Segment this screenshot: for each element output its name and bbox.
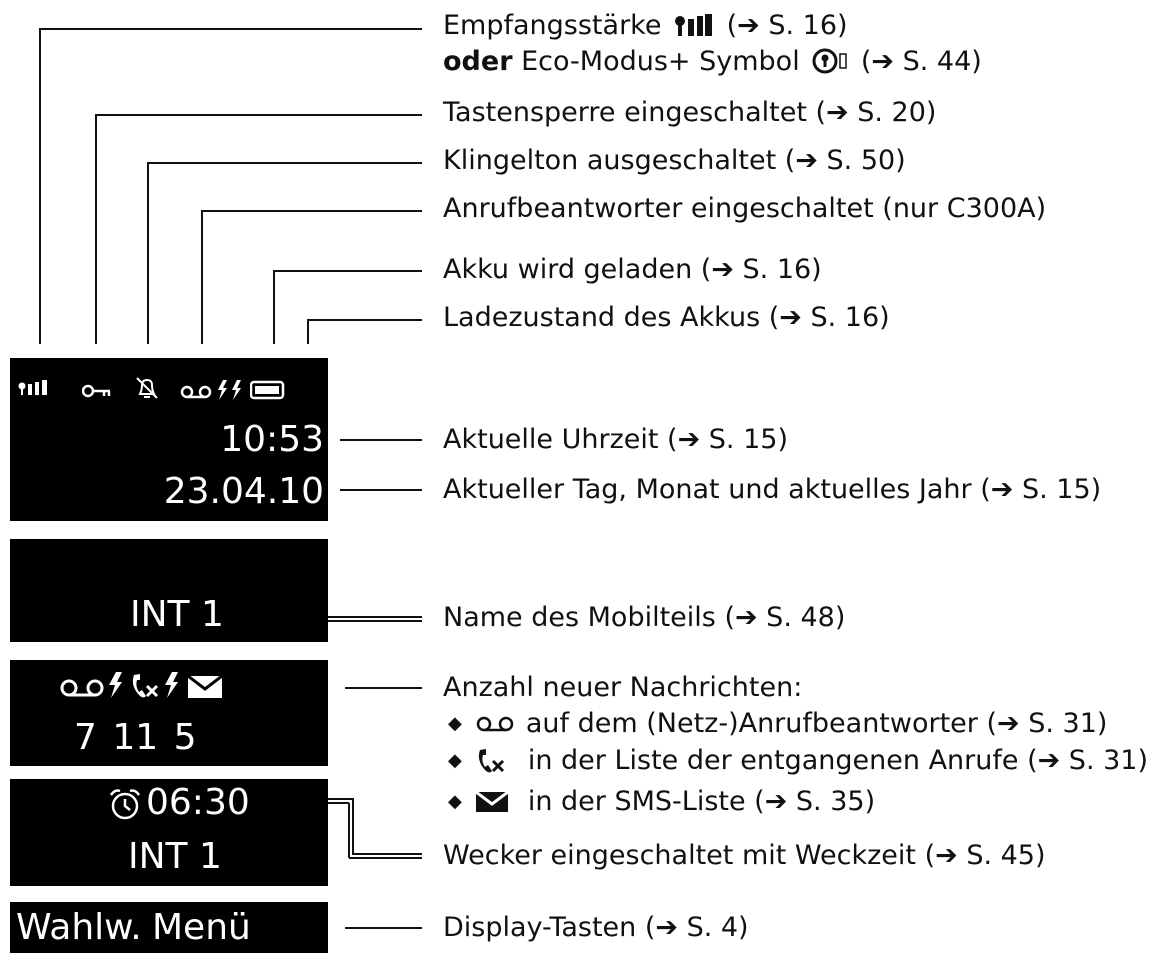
label-date: Aktueller Tag, Monat und aktuelles Jahr … <box>443 474 1102 505</box>
missed-call-icon <box>132 674 159 698</box>
bullet-sms-text: in der SMS-Liste (➔ S. 35) <box>527 786 876 817</box>
label-time: Aktuelle Uhrzeit (➔ S. 15) <box>443 424 788 455</box>
charging-icon <box>109 672 122 698</box>
label-eco: oder Eco-Modus+ Symbol (➔ S. 44) <box>443 46 982 78</box>
messages-screen: 7 11 5 <box>10 660 328 766</box>
bullet-missed-calls: ◆ in der Liste der entgangenen Anrufe (➔… <box>448 745 1148 777</box>
label-battery-level: Ladezustand des Akkus (➔ S. 16) <box>443 302 890 333</box>
connector-answering <box>201 210 422 344</box>
connector-charging <box>273 270 422 344</box>
answering-machine-icon <box>60 679 104 697</box>
label-new-messages: Anzahl neuer Nachrichten: <box>443 672 803 703</box>
eco-mode-icon <box>812 48 848 74</box>
message-counts: 7 11 5 <box>74 717 197 758</box>
label-charging: Akku wird geladen (➔ S. 16) <box>443 254 822 285</box>
clock-time: 10:53 <box>220 419 324 460</box>
label-alarm: Wecker eingeschaltet mit Weckzeit (➔ S. … <box>443 840 1046 871</box>
label-ringer-off: Klingelton ausgeschaltet (➔ S. 50) <box>443 145 906 176</box>
softkey-right[interactable]: Menü <box>152 907 251 948</box>
signal-icon <box>18 380 47 395</box>
alarm-clock-icon <box>109 789 141 820</box>
label-keylock: Tastensperre eingeschaltet (➔ S. 20) <box>443 97 937 128</box>
label-signal-ref: (➔ S. 16) <box>726 10 848 41</box>
bullet-am-text: auf dem (Netz-)Anrufbeantworter (➔ S. 31… <box>525 708 1108 739</box>
missed-call-icon <box>478 749 504 773</box>
bullet-missed-text: in der Liste der entgangenen Anrufe (➔ S… <box>527 745 1148 776</box>
clock-date: 23.04.10 <box>163 471 324 512</box>
signal-icon <box>675 14 713 36</box>
label-signal: Empfangsstärke (➔ S. 16) <box>443 10 848 42</box>
charging-icon <box>218 380 241 400</box>
bullet-sms: ◆ in der SMS-Liste (➔ S. 35) <box>448 786 875 818</box>
alarm-handset-name: INT 1 <box>128 836 222 877</box>
key-icon <box>82 384 111 398</box>
bell-off-icon <box>136 377 158 399</box>
softkey-left[interactable]: Wahlw. <box>16 907 142 948</box>
bullet-diamond: ◆ <box>448 713 462 734</box>
label-signal-text: Empfangsstärke <box>443 10 662 41</box>
connector-keylock <box>95 114 422 344</box>
alarm-screen: 06:30 INT 1 <box>10 779 328 886</box>
bullet-diamond: ◆ <box>448 750 462 771</box>
alarm-time: 06:30 <box>146 782 250 823</box>
connector-battery <box>307 319 422 344</box>
battery-icon <box>250 380 285 400</box>
connector-ringer <box>147 162 422 344</box>
envelope-icon <box>475 792 508 812</box>
label-handset-name: Name des Mobilteils (➔ S. 48) <box>443 602 846 633</box>
charging-icon <box>165 672 178 698</box>
bullet-answering-machine: ◆ auf dem (Netz-)Anrufbeantworter (➔ S. … <box>448 708 1107 740</box>
label-eco-ref: (➔ S. 44) <box>860 46 982 77</box>
label-or: oder <box>443 46 513 77</box>
softkeys-screen: Wahlw. Menü <box>10 902 328 953</box>
idle-screen: INT 1 <box>10 539 328 642</box>
label-display-keys: Display-Tasten (➔ S. 4) <box>443 912 749 943</box>
envelope-icon <box>188 676 222 698</box>
label-eco-text: Eco-Modus+ Symbol <box>521 46 800 77</box>
label-answering-machine: Anrufbeantworter eingeschaltet (nur C300… <box>443 193 1047 224</box>
status-screen: 10:53 23.04.10 <box>10 358 328 521</box>
connector-signal <box>39 28 422 344</box>
handset-name: INT 1 <box>130 594 224 635</box>
answering-machine-icon <box>180 385 212 399</box>
answering-machine-icon <box>476 716 514 732</box>
bullet-diamond: ◆ <box>448 791 462 812</box>
